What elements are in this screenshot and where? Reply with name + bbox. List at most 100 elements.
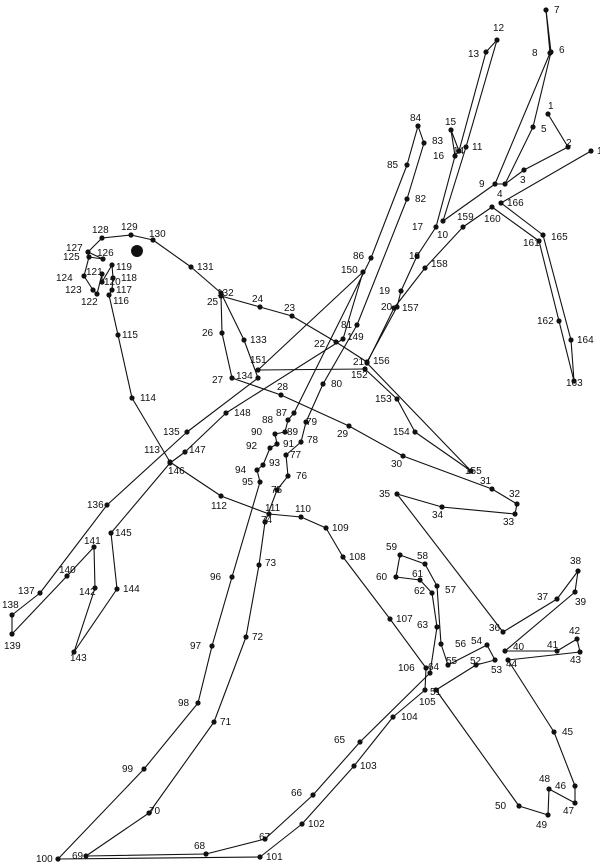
numbered-dot: 148 xyxy=(223,408,251,419)
dot-marker xyxy=(129,395,135,401)
dot-marker xyxy=(439,504,445,510)
dot-marker xyxy=(421,140,427,146)
numbered-dot: 167 xyxy=(588,146,600,157)
dot-marker xyxy=(545,111,551,117)
dot-number-label: 42 xyxy=(569,626,581,637)
connector-line xyxy=(190,266,222,294)
dot-marker xyxy=(209,643,215,649)
numbered-dot: 79 xyxy=(303,417,318,428)
dot-marker xyxy=(577,649,583,655)
dot-marker xyxy=(262,836,268,842)
connector-line xyxy=(450,129,456,157)
dot-number-label: 38 xyxy=(570,556,582,567)
dot-number-label: 85 xyxy=(387,160,399,171)
numbered-dot: 11 xyxy=(463,142,483,153)
dot-number-label: 154 xyxy=(393,427,410,438)
dot-number-label: 20 xyxy=(381,302,393,313)
connector-line xyxy=(291,315,337,343)
dot-number-label: 29 xyxy=(337,429,349,440)
connector-line xyxy=(431,592,438,628)
dot-number-label: 106 xyxy=(398,663,415,674)
dot-marker xyxy=(572,589,578,595)
connector-line xyxy=(130,234,154,241)
numbered-dot: 132 xyxy=(217,288,234,299)
dot-number-label: 126 xyxy=(97,248,114,259)
numbered-dot: 126 xyxy=(97,248,114,262)
dot-marker xyxy=(391,305,397,311)
connector-line xyxy=(220,292,245,341)
dot-marker xyxy=(106,292,112,298)
dot-number-label: 51 xyxy=(430,687,442,698)
connector-line xyxy=(548,788,576,804)
dot-number-label: 6 xyxy=(559,45,565,56)
numbered-dot: 139 xyxy=(4,631,21,652)
numbered-dot: 164 xyxy=(568,335,594,346)
dot-number-label: 135 xyxy=(163,427,180,438)
numbered-dot: 107 xyxy=(387,614,413,625)
numbered-dot: 156 xyxy=(364,356,390,367)
connector-line xyxy=(348,425,404,457)
numbered-dot: 76 xyxy=(285,471,308,482)
dot-marker xyxy=(108,530,114,536)
connector-line xyxy=(259,306,293,317)
dot-marker xyxy=(357,739,363,745)
numbered-dot: 18 xyxy=(409,251,421,262)
dot-number-label: 44 xyxy=(506,659,518,670)
dot-marker xyxy=(86,254,92,260)
numbered-dot: 53 xyxy=(491,657,503,676)
connector-line xyxy=(285,441,302,456)
numbered-dot: 23 xyxy=(284,303,296,319)
dot-number-label: 117 xyxy=(116,285,132,296)
connector-line xyxy=(184,412,227,453)
numbered-dot: 131 xyxy=(188,262,214,273)
connector-line xyxy=(442,183,496,222)
dot-marker xyxy=(241,337,247,343)
dot-marker xyxy=(473,662,479,668)
connector-line xyxy=(152,239,192,268)
numbered-dot: 97 xyxy=(190,641,215,652)
dot-marker xyxy=(412,429,418,435)
numbered-dot: 112 xyxy=(211,493,227,512)
dot-marker xyxy=(257,304,263,310)
connector-line xyxy=(574,570,579,593)
numbered-dot: 39 xyxy=(572,589,587,608)
dot-number-label: 87 xyxy=(276,408,288,419)
dot-marker xyxy=(278,392,284,398)
numbered-dot: 74 xyxy=(261,515,273,526)
dot-number-label: 127 xyxy=(66,243,83,254)
numbered-dot: 9 xyxy=(479,179,498,190)
dot-number-label: 163 xyxy=(566,378,583,389)
numbered-dot: 77 xyxy=(283,450,302,461)
dot-marker xyxy=(104,502,110,508)
dot-marker xyxy=(404,162,410,168)
numbered-dot: 96 xyxy=(210,572,235,583)
dot-number-label: 141 xyxy=(84,536,101,547)
connector-line xyxy=(143,702,199,770)
numbered-dot: 85 xyxy=(387,160,410,171)
numbered-dot: 125 xyxy=(63,252,92,263)
connector-line xyxy=(366,307,395,364)
dot-number-label: 132 xyxy=(217,288,234,299)
dot-number-label: 46 xyxy=(555,781,567,792)
dot-number-label: 40 xyxy=(513,642,525,653)
numbered-dot: 40 xyxy=(502,642,525,654)
numbered-dot: 161 xyxy=(523,238,542,249)
numbered-dot: 86 xyxy=(353,251,374,262)
dot-marker xyxy=(448,127,454,133)
connector-line xyxy=(570,339,575,382)
dot-marker xyxy=(521,167,527,173)
dot-number-label: 34 xyxy=(432,510,444,521)
numbered-dot: 38 xyxy=(570,556,582,574)
numbered-dot: 68 xyxy=(194,841,209,857)
connector-lines xyxy=(11,9,592,860)
dot-marker xyxy=(417,577,423,583)
numbered-dot: 24 xyxy=(252,294,264,310)
connector-line xyxy=(205,838,266,855)
numbered-dot: 105 xyxy=(419,687,436,708)
connector-line xyxy=(556,570,579,600)
numbered-dot: 152 xyxy=(351,366,368,381)
dot-marker xyxy=(445,662,451,668)
connector-line xyxy=(436,585,442,645)
dot-number-label: 98 xyxy=(178,698,190,709)
connector-line xyxy=(259,823,303,858)
